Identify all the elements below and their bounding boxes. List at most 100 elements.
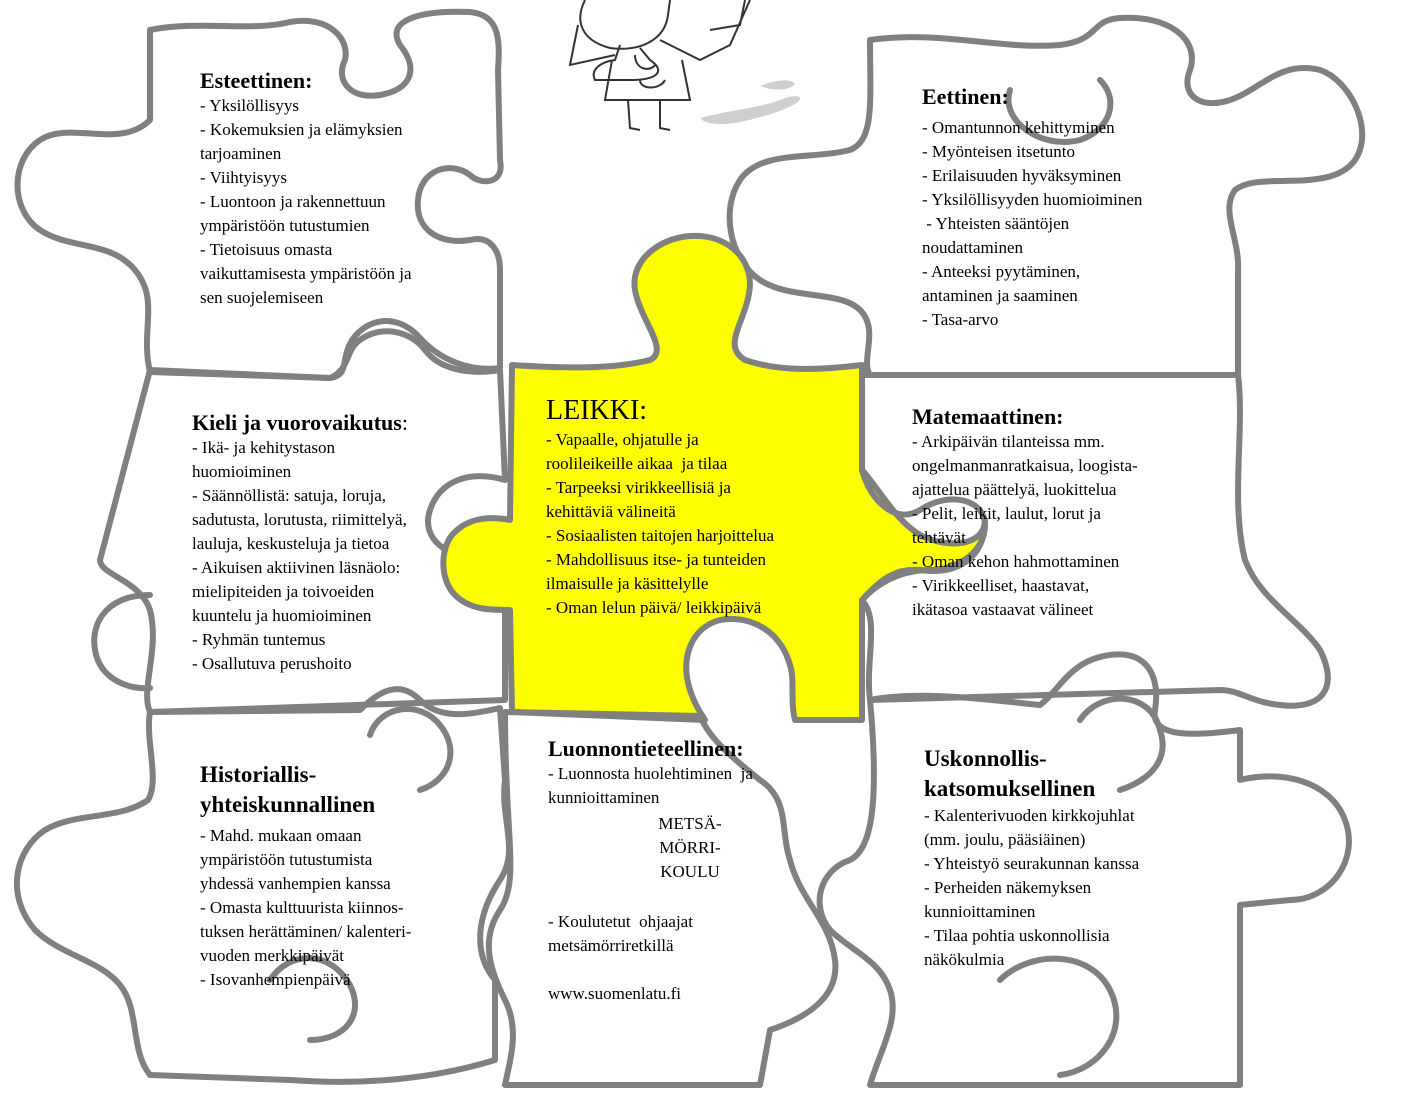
list-item: - Kokemuksien ja elämyksien [200,120,403,139]
puzzle-piece-esteettinen [14,8,504,381]
uskonnollis-title-line2: katsomuksellinen [924,776,1096,801]
metsamorrikoulu-label: METSÄ- MÖRRI- KOULU [635,812,745,884]
list-item: - Sosiaalisten taitojen harjoittelua [546,526,775,545]
list-item: ympäristöön tutustumista [200,850,373,869]
koulu-line: KOULU [660,862,720,881]
shadow-icon [700,80,800,125]
list-item: kunnioittaminen [548,788,660,807]
morri-line: MÖRRI- [659,838,721,857]
kieli-title: Kieli ja vuorovaikutus: [192,410,502,436]
matemaattinen-block: Matemaattinen: - Arkipäivän tilanteissa … [912,404,1212,622]
list-item: - Koulutetut ohjaajat [548,912,693,931]
list-item: noudattaminen [922,238,1024,257]
eettinen-list: - Omantunnon kehittyminen - Myönteisen i… [922,116,1222,332]
puzzle-tab-loop [1005,77,1114,145]
list-item: - Yksilöllisyyden huomioiminen [922,190,1143,209]
list-item: ongelmanmanratkaisua, loogista- [912,456,1138,475]
list-item: sadutusta, lorutusta, riimittelyä, [192,510,407,529]
esteettinen-title: Esteettinen: [200,68,313,93]
list-item: huomioiminen [192,462,292,481]
list-item: - Oman kehon hahmottaminen [912,552,1120,571]
list-item: ympäristöön tutustumien [200,216,370,235]
historiallis-title-line1: Historiallis- [200,762,317,787]
girl-holding-sign-icon [568,0,751,131]
list-item: sen suojelemiseen [200,288,324,307]
list-item: vuoden merkkipäivät [200,946,344,965]
list-item: vaikuttamisesta ympäristöön ja [200,264,412,283]
list-item: - Ikä- ja kehitystason [192,438,336,457]
luonnontieteellinen-extra: - Koulutetut ohjaajat metsämörriretkillä… [548,910,808,1006]
list-item: roolileikeille aikaa ja tilaa [546,454,728,473]
list-item: - Luontoon ja rakennettuun [200,192,386,211]
historiallis-list: - Mahd. mukaan omaan ympäristöön tutustu… [200,824,500,992]
list-item: - Viihtyisyys [200,168,287,187]
list-item: - Kalenterivuoden kirkkojuhlat [924,806,1135,825]
list-item: - Tasa-arvo [922,310,999,329]
kieli-block: Kieli ja vuorovaikutus: - Ikä- ja kehity… [192,410,502,676]
list-item: - Myönteisen itsetunto [922,142,1075,161]
list-item: ikätasoa vastaavat välineet [912,600,1094,619]
puzzle-piece-matemaattinen [859,372,1331,709]
list-item: näkökulmia [924,950,1005,969]
list-item: ajattelua päättelyä, luokittelua [912,480,1117,499]
uskonnollis-title-line1: Uskonnollis- [924,746,1047,771]
uskonnollis-block: Uskonnollis- katsomuksellinen - Kalenter… [924,744,1224,972]
list-item: - Osallutuva perushoito [192,654,352,673]
list-item: kunnioittaminen [924,902,1036,921]
list-item: - Mahdollisuus itse- ja tunteiden [546,550,767,569]
list-item: ilmaisulle ja käsittelylle [546,574,709,593]
luonnontieteellinen-block: Luonnontieteellinen: - Luonnosta huoleht… [548,736,848,810]
kieli-title-suffix: : [401,410,408,435]
luonnontieteellinen-title: Luonnontieteellinen: [548,736,744,761]
list-item: - Tietoisuus omasta [200,240,333,259]
puzzle-tab-loop [1077,695,1166,793]
list-item: - Arkipäivän tilanteissa mm. [912,432,1105,451]
list-item: - Yksilöllisyys [200,96,300,115]
puzzle-piece-kieli [97,328,509,715]
list-item: - Tilaa pohtia uskonnollisia [924,926,1110,945]
leikki-title: LEIKKI: [546,395,648,426]
list-item: - Mahd. mukaan omaan [200,826,362,845]
list-item: - Aikuisen aktiivinen läsnäolo: [192,558,401,577]
puzzle-piece-eettinen [726,14,1366,378]
esteettinen-list: - Yksilöllisyys - Kokemuksien ja elämyks… [200,94,500,310]
list-item: mielipiteiden ja toivoeiden [192,582,375,601]
puzzle-tab-loop [91,592,153,692]
uskonnollis-list: - Kalenterivuoden kirkkojuhlat (mm. joul… [924,804,1224,972]
kieli-title-text: Kieli ja vuorovaikutus [192,410,402,435]
matemaattinen-title: Matemaattinen: [912,404,1064,429]
list-item: - Yhteistyö seurakunnan kanssa [924,854,1140,873]
puzzle-piece-uskonnollis [816,651,1352,1088]
list-item: metsämörriretkillä [548,936,674,955]
list-item: - Pelit, leikit, laulut, lorut ja [912,504,1101,523]
list-item: tuksen herättäminen/ kalenteri- [200,922,412,941]
list-item: - Säännöllistä: satuja, loruja, [192,486,387,505]
eettinen-block: Eettinen: - Omantunnon kehittyminen - My… [922,84,1222,332]
list-item: - Vapaalle, ohjatulle ja [546,430,699,449]
list-item: - Omantunnon kehittyminen [922,118,1115,137]
historiallis-title-line2: yhteiskunnallinen [200,792,376,817]
list-item: (mm. joulu, pääsiäinen) [924,830,1086,849]
puzzle-tab-loop [367,706,454,793]
list-item: - Erilaisuuden hyväksyminen [922,166,1122,185]
puzzle-tab-loop [997,955,1120,1078]
metsa-line: METSÄ- [658,814,722,833]
puzzle-piece-historiallis [13,686,513,1085]
list-item: lauluja, keskusteluja ja tietoa [192,534,390,553]
list-item: tarjoaminen [200,144,282,163]
puzzle-tab-loop [267,955,358,1043]
list-item: yhdessä vanhempien kanssa [200,874,391,893]
list-item: - Ryhmän tuntemus [192,630,326,649]
list-item: - Isovanhempienpäivä [200,970,351,989]
list-item: antaminen ja saaminen [922,286,1078,305]
matemaattinen-list: - Arkipäivän tilanteissa mm. ongelmanman… [912,430,1212,622]
list-item: - Perheiden näkemyksen [924,878,1092,897]
puzzle-piece-luonnontieteellinen [485,709,839,1088]
list-item: - Anteeksi pyytäminen, [922,262,1081,281]
historiallis-block: Historiallis- yhteiskunnallinen - Mahd. … [200,760,500,992]
leikki-block: LEIKKI: - Vapaalle, ohjatulle ja roolile… [546,394,866,620]
list-item: - Virikkeelliset, haastavat, [912,576,1090,595]
suomenlatu-link[interactable]: www.suomenlatu.fi [548,984,681,1003]
leikki-list: - Vapaalle, ohjatulle ja roolileikeille … [546,428,866,620]
